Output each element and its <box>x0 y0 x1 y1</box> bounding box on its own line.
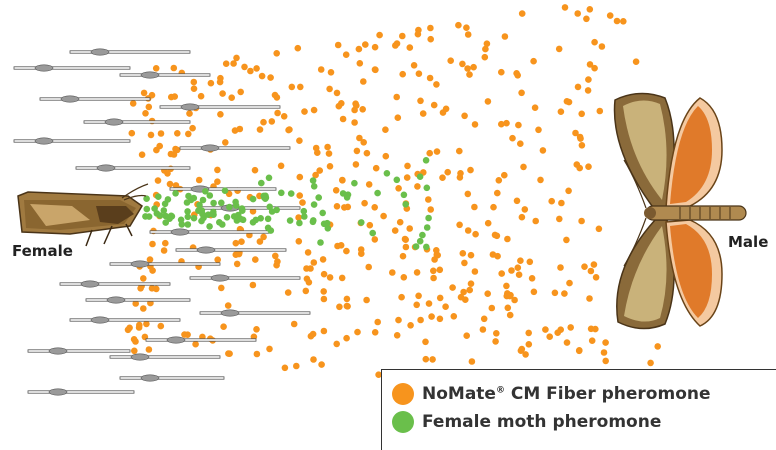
legend-item-nomate: NoMate® CM Fiber pheromone <box>392 383 711 405</box>
male-moth <box>613 92 747 330</box>
nomate-pheromone-cloud <box>124 4 661 379</box>
female-moth <box>17 183 149 247</box>
female-pheromone-plume <box>142 157 432 251</box>
nomate-fibers <box>13 48 311 396</box>
legend-item-female: Female moth pheromone <box>392 411 661 433</box>
legend-label-nomate: NoMate® CM Fiber pheromone <box>422 384 711 404</box>
legend: NoMate® CM Fiber pheromone Female moth p… <box>381 369 776 450</box>
orange-dot-icon <box>392 383 414 405</box>
female-label: Female <box>12 242 73 260</box>
legend-label-female: Female moth pheromone <box>422 412 662 432</box>
green-dot-icon <box>392 411 414 433</box>
male-label: Male <box>728 233 769 251</box>
